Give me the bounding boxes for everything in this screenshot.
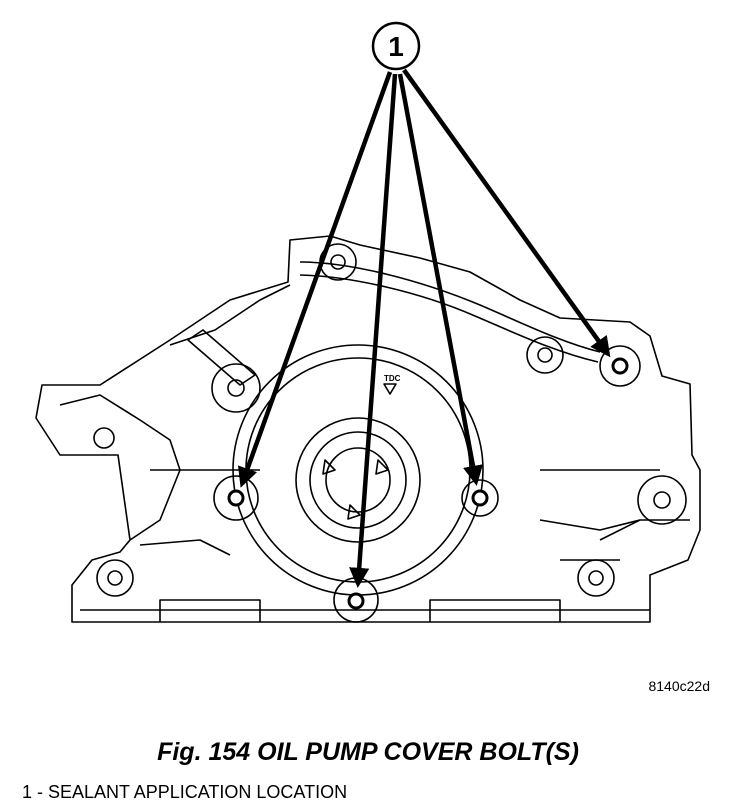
upper-band xyxy=(299,261,601,353)
callout-circle xyxy=(371,21,421,71)
upper-rib xyxy=(169,284,291,346)
rotor-inner xyxy=(325,447,391,513)
figure-code: 8140c22d xyxy=(648,678,710,694)
boss-lower-left xyxy=(96,559,134,597)
boss-right xyxy=(637,475,687,525)
left-lower-rib xyxy=(139,539,231,556)
boss-top-left-hole xyxy=(330,254,346,270)
tensioner-arm xyxy=(187,329,256,386)
rotor-tabs xyxy=(322,459,389,520)
boss-lower-right xyxy=(577,559,615,597)
boss-lower-right-hole xyxy=(588,570,604,586)
left-wing xyxy=(59,394,181,541)
boss-right-hole xyxy=(653,491,671,509)
arrow-to-upper-right-bolt xyxy=(402,68,611,358)
arrow-to-right-bolt xyxy=(397,73,483,486)
sealant-hole-right xyxy=(471,489,489,507)
bolt-boss-upper-right xyxy=(599,345,641,387)
boss-left xyxy=(211,363,261,413)
boss-left-hole xyxy=(227,379,245,397)
housing-outline xyxy=(35,235,701,623)
oil-pump-cover-diagram: TDC 1 xyxy=(35,21,701,623)
boss-upper-right-hole xyxy=(537,347,553,363)
sealant-hole-left xyxy=(227,489,245,507)
sealant-hole-upper-right xyxy=(611,357,629,375)
sealant-locations xyxy=(227,357,629,610)
bottom-pads xyxy=(159,599,561,622)
callout-number: 1 xyxy=(388,31,404,62)
right-lower-bracket xyxy=(599,519,690,541)
boss-lower-left-hole xyxy=(107,570,123,586)
arrow-to-bottom-bolt xyxy=(349,73,398,589)
callout-1: 1 xyxy=(371,21,421,71)
leader-arrows xyxy=(237,68,611,589)
bolt-boss-left xyxy=(213,475,259,521)
tdc-mark xyxy=(383,383,397,395)
rotor-outer xyxy=(295,417,421,543)
arrow-to-left-bolt xyxy=(237,71,393,488)
figure-caption: Fig. 154 OIL PUMP COVER BOLT(S) xyxy=(157,738,579,766)
boss-upper-right xyxy=(526,336,564,374)
tdc-label: TDC xyxy=(384,374,401,383)
rotor-middle xyxy=(309,431,407,529)
legend-item: 1 - SEALANT APPLICATION LOCATION xyxy=(22,782,348,802)
pump-pocket-inner xyxy=(245,357,471,583)
right-rib xyxy=(539,469,660,561)
boss-far-left xyxy=(93,427,115,449)
upper-band-2 xyxy=(299,274,599,363)
sealant-hole-bottom xyxy=(347,592,365,610)
